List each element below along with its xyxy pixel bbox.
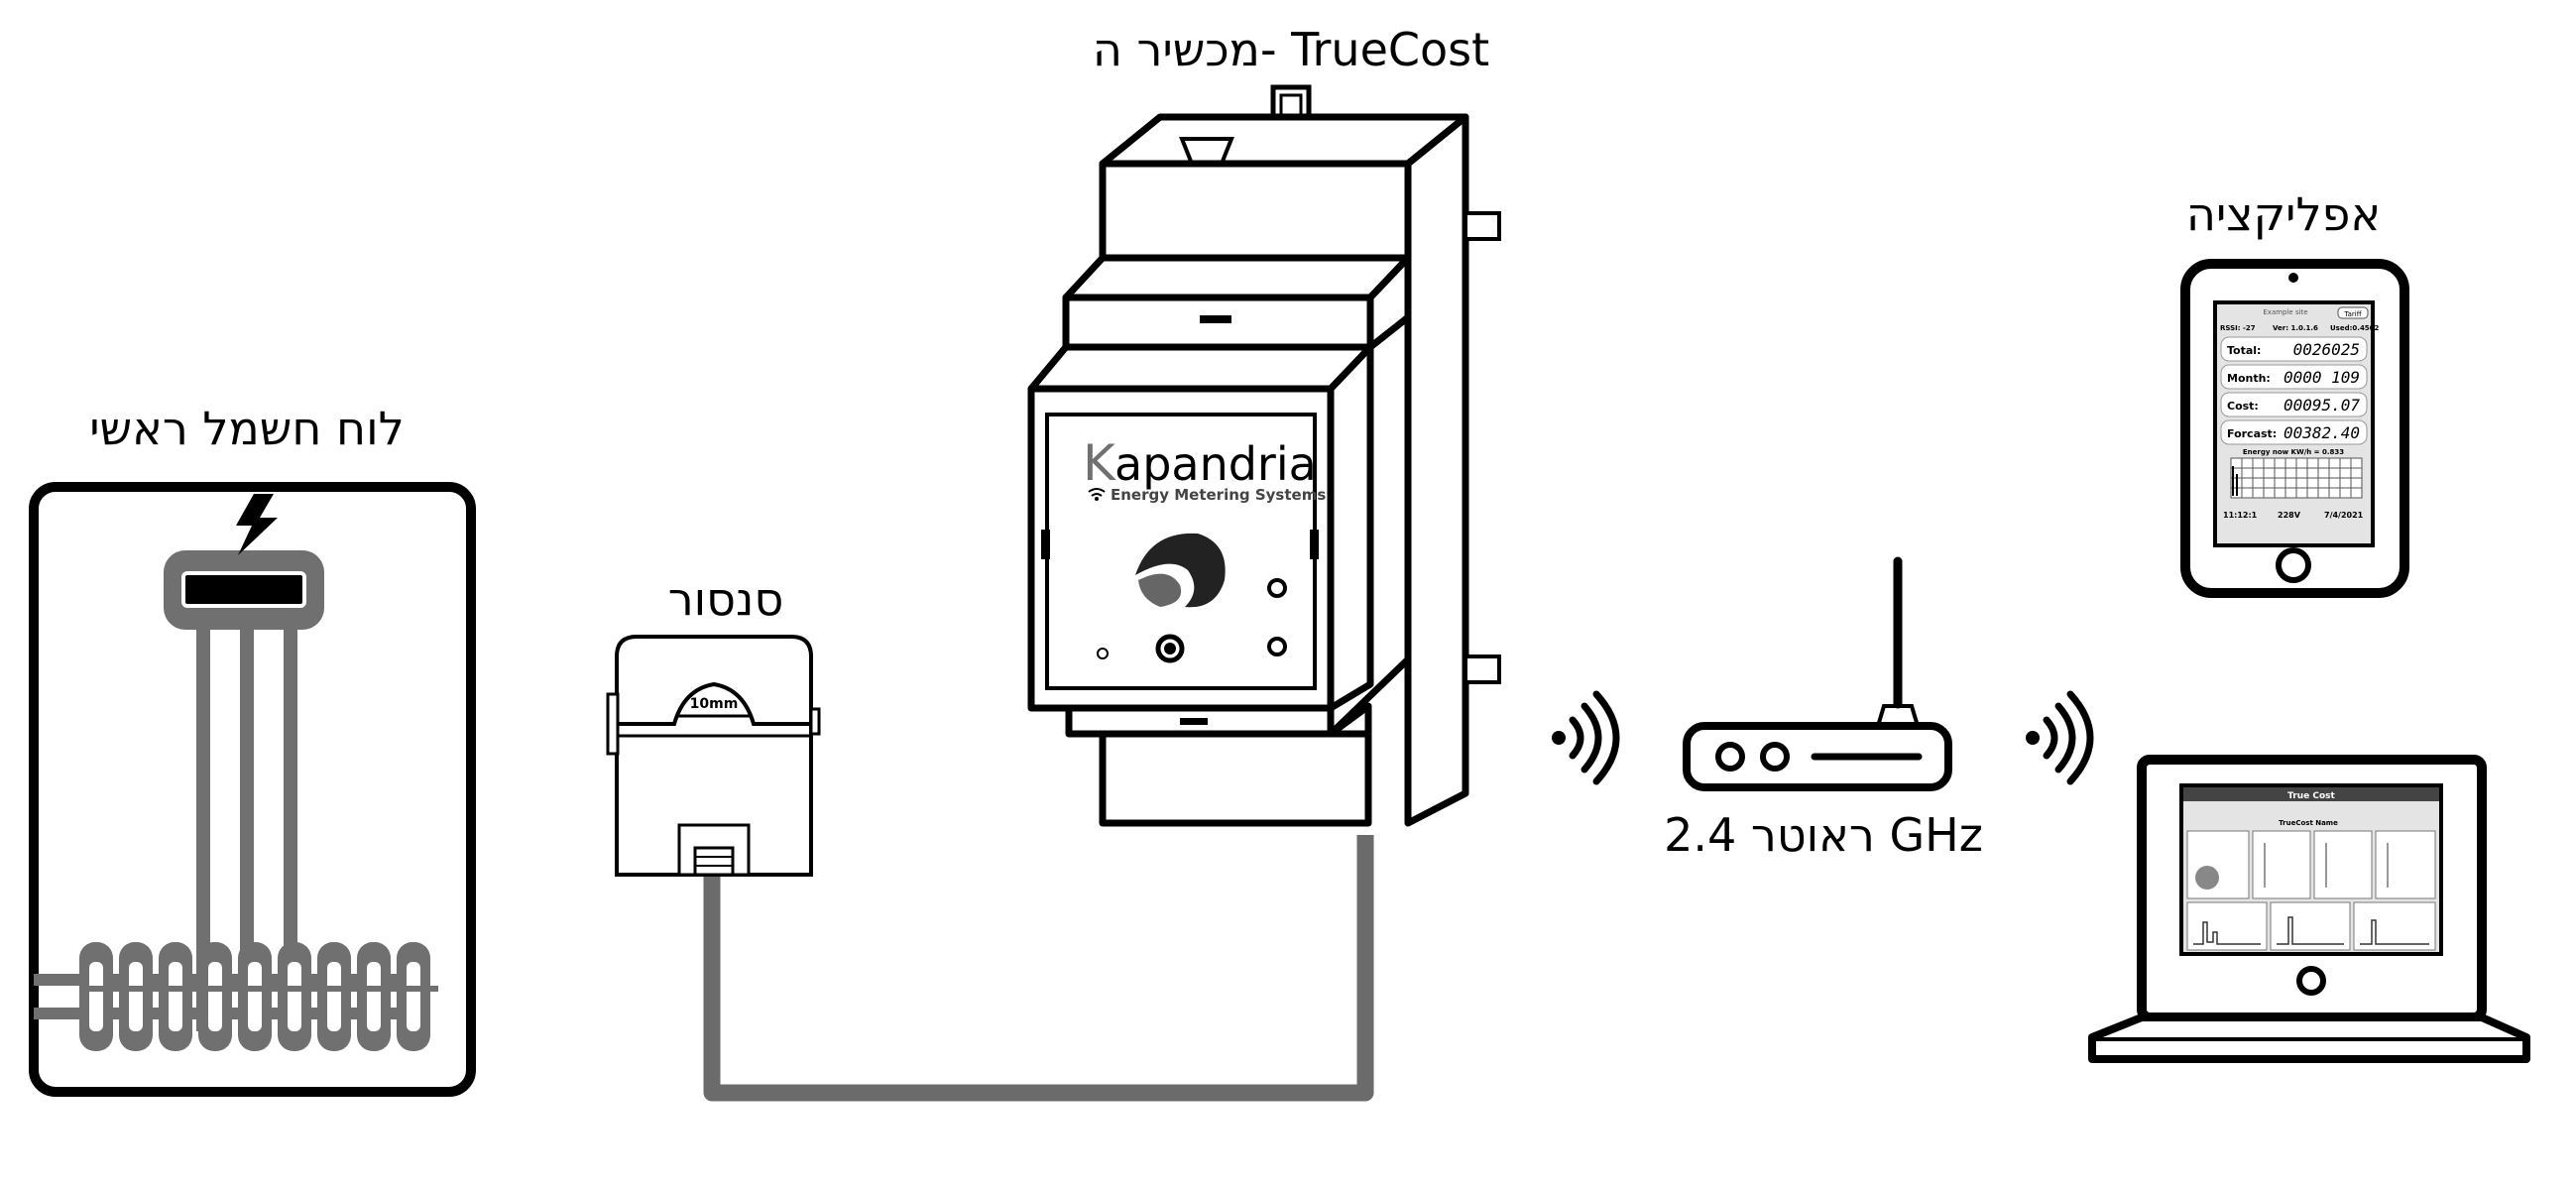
phone-date: 7/4/2021 xyxy=(2324,511,2364,520)
phone-row-value: 00095.07 xyxy=(2283,396,2360,415)
wifi-signal-icon xyxy=(1552,690,1620,785)
phone-row-label: Forcast: xyxy=(2227,427,2277,440)
version-text: Ver: 1.0.1.6 xyxy=(2273,324,2318,332)
phone-row-label: Total: xyxy=(2227,344,2261,357)
phone-voltage: 228V xyxy=(2278,511,2301,520)
main-electrical-panel xyxy=(29,482,476,1097)
led-indicator xyxy=(1267,578,1287,598)
lightning-icon xyxy=(236,494,278,555)
laptop-app-header xyxy=(2183,787,2439,801)
phone: Example site Tariff RSSI: -27 Ver: 1.0.1… xyxy=(2180,259,2409,598)
bus-bar xyxy=(240,630,254,1031)
bus-bar xyxy=(196,630,210,1031)
bus-bar xyxy=(284,630,297,1031)
phone-chart-title: Energy now KW/h = 0.833 xyxy=(2243,448,2344,456)
clamp-size-text: 10mm xyxy=(690,696,739,712)
phone-time: 11:12:1 xyxy=(2223,511,2258,520)
brand-tagline: Energy Metering Systems xyxy=(1111,486,1326,504)
ct-sensor: 10mm xyxy=(606,635,821,877)
laptop: True Cost TrueCost Name xyxy=(2088,755,2530,1063)
kapandria-logo-icon xyxy=(1135,533,1226,608)
phone-camera xyxy=(2288,273,2298,283)
breaker-row xyxy=(79,942,438,1051)
wifi-signal-icon xyxy=(2026,690,2094,785)
laptop-dashboard xyxy=(2186,830,2436,951)
sensor-label: סנסור xyxy=(668,572,784,626)
phone-row-label: Month: xyxy=(2227,372,2271,385)
phone-header: Example site xyxy=(2263,308,2307,316)
laptop-app-title: True Cost xyxy=(2287,791,2335,801)
status-led xyxy=(1097,648,1109,659)
brand-k: K xyxy=(1083,434,1116,492)
brand-name: apandria xyxy=(1114,437,1317,491)
truecost-device: K apandria Energy Metering Systems xyxy=(1027,84,1501,827)
rssi-text: RSSI: -27 xyxy=(2220,324,2256,332)
phone-home-button xyxy=(2276,547,2311,583)
app-label: אפליקציה xyxy=(2186,187,2381,241)
phone-row-value: 0026025 xyxy=(2293,340,2360,359)
device-label: מכשיר ה- TrueCost xyxy=(1093,23,1489,76)
phone-chart-grid xyxy=(2230,457,2363,499)
tariff-button: Tariff xyxy=(2343,310,2361,318)
laptop-panel-title: TrueCost Name xyxy=(2279,819,2338,827)
sensor-cable xyxy=(703,835,1374,1102)
phone-row-value: 00382.40 xyxy=(2283,423,2360,442)
wifi-small-icon xyxy=(1088,488,1106,497)
panel-label: לוח חשמל ראשי xyxy=(89,402,405,455)
laptop-camera xyxy=(2296,966,2326,996)
phone-row-value: 0000 109 xyxy=(2283,368,2360,387)
breaker-slot xyxy=(181,571,306,608)
led-indicator xyxy=(1267,637,1287,656)
router-label: ראוטר 2.4 GHz xyxy=(1664,808,1983,862)
phone-row-label: Cost: xyxy=(2227,400,2259,413)
used-text: Used:0.4502 xyxy=(2330,324,2380,332)
router xyxy=(1683,556,1952,791)
